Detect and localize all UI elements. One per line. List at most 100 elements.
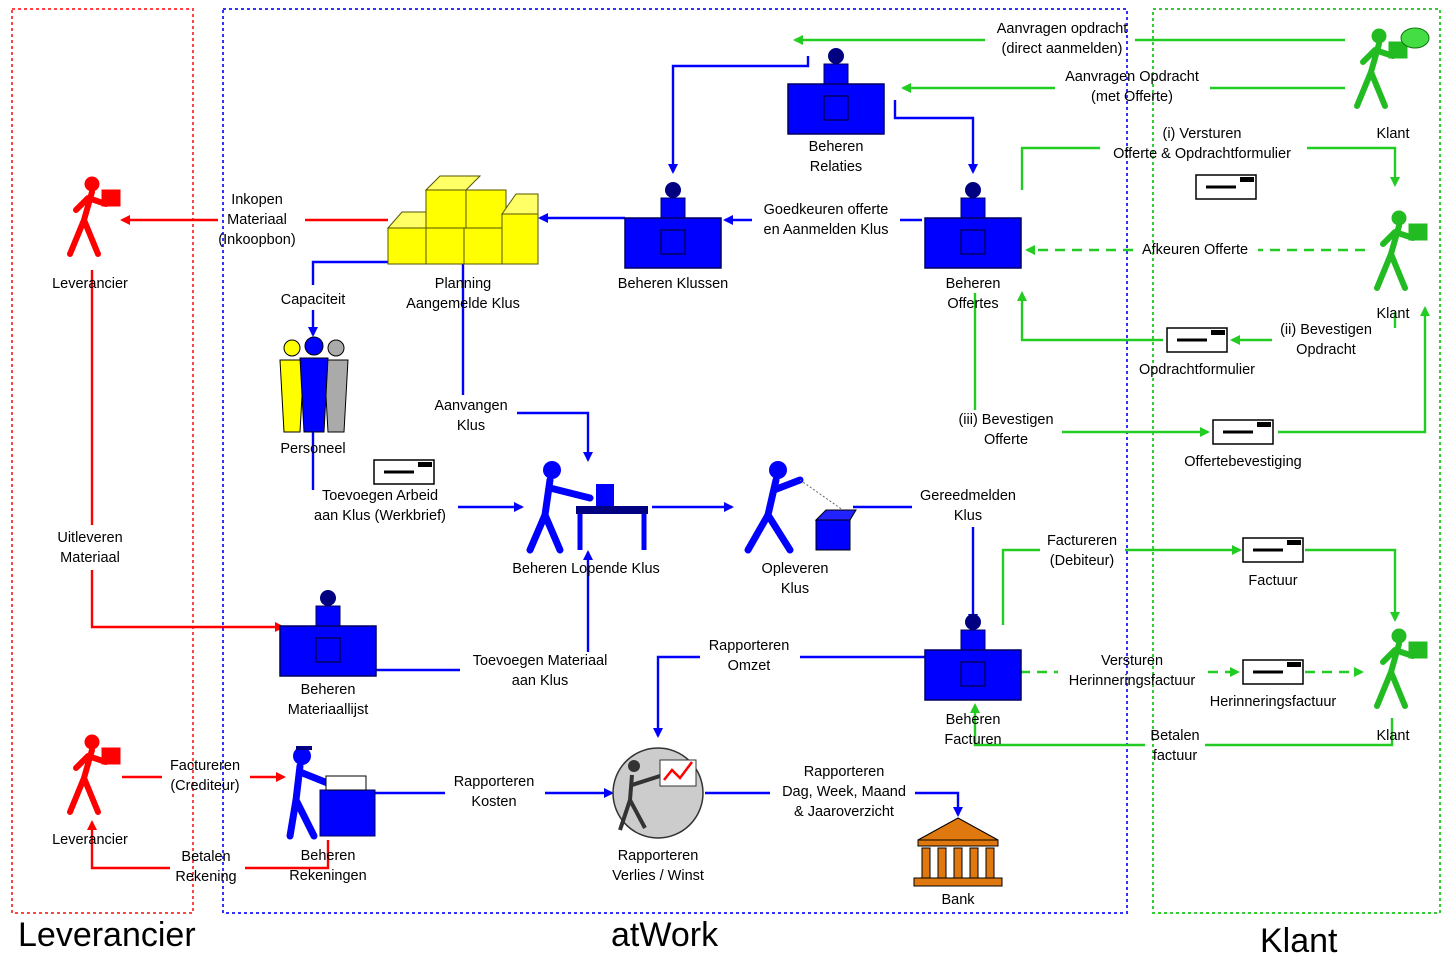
node-beheren-facturen-1: Beheren — [946, 712, 1001, 728]
node-beheren-relaties-1: Beheren — [809, 139, 864, 155]
opleveren-klus-icon — [744, 461, 857, 554]
flow-uitleveren-1: Uitleveren — [57, 530, 122, 546]
flow-goedkeuren-1: Goedkeuren offerte — [764, 202, 889, 218]
flow-gereedmelden-1: Gereedmelden — [920, 488, 1016, 504]
flow-toevoegen-materiaal-2: aan Klus — [512, 673, 568, 689]
klant-middle-icon — [1377, 211, 1427, 288]
flow-versturen-herinnering-1: Versturen — [1101, 653, 1163, 669]
node-rapporteren-vw-1: Rapporteren — [618, 848, 699, 864]
node-bank: Bank — [941, 892, 975, 908]
zone-leverancier — [11, 8, 194, 914]
flow-betalen-factuur-2: factuur — [1153, 748, 1197, 764]
node-personeel: Personeel — [280, 441, 345, 457]
zone-label-klant: Klant — [1260, 922, 1338, 957]
zone-atwork — [222, 8, 1128, 914]
flow-versturen-herinnering-2: Herinneringsfactuur — [1069, 673, 1196, 689]
flow-goedkeuren-2: en Aanmelden Klus — [764, 222, 889, 238]
leverancier-top-icon — [70, 177, 120, 254]
flow-factureren-crediteur-2: (Crediteur) — [170, 778, 239, 794]
flow-rapporteren-kosten-1: Rapporteren — [454, 774, 535, 790]
flow-gereedmelden-2: Klus — [954, 508, 982, 524]
doc-factuur: Factuur — [1248, 573, 1297, 589]
flow-bevestigen-offerte-2: Offerte — [984, 432, 1028, 448]
flow-rapporteren-omzet-1: Rapporteren — [709, 638, 790, 654]
flow-aanvragen-direct-2: (direct aanmelden) — [1002, 41, 1123, 57]
beheren-relaties-icon — [787, 47, 885, 135]
flow-rapporteren-omzet-2: Omzet — [728, 658, 771, 674]
herinneringsfactuur-document-icon — [1241, 658, 1305, 686]
node-beheren-klussen: Beheren Klussen — [618, 276, 728, 292]
offerte-document-icon — [1194, 173, 1258, 201]
node-beheren-materiaallijst-2: Materiaallijst — [288, 702, 369, 718]
leverancier-bottom-icon — [70, 735, 120, 812]
flow-inkopen-2: Materiaal — [227, 212, 287, 228]
flow-versturen-offerte-2: Offerte & Opdrachtformulier — [1113, 146, 1291, 162]
flow-rapporteren-dag-2: Dag, Week, Maand — [782, 784, 906, 800]
rapporteren-verlies-winst-icon — [612, 747, 704, 839]
personeel-icon — [279, 336, 349, 433]
node-rapporteren-vw-2: Verlies / Winst — [612, 868, 704, 884]
flow-aanvragen-offerte-1: Aanvragen Opdracht — [1065, 69, 1199, 85]
flow-capaciteit: Capaciteit — [281, 292, 345, 308]
bank-icon — [913, 817, 1003, 887]
node-beheren-rekeningen-2: Rekeningen — [289, 868, 366, 884]
flow-bevestigen-opdracht-1: (ii) Bevestigen — [1280, 322, 1372, 338]
beheren-offertes-icon — [924, 181, 1022, 269]
flow-bevestigen-opdracht-2: Opdracht — [1296, 342, 1356, 358]
offertebevestiging-document-icon — [1211, 418, 1275, 446]
factuur-document-icon — [1241, 536, 1305, 564]
node-beheren-rekeningen-1: Beheren — [301, 848, 356, 864]
node-klant-1: Klant — [1376, 126, 1409, 142]
node-beheren-relaties-2: Relaties — [810, 159, 862, 175]
flow-rapporteren-dag-1: Rapporteren — [804, 764, 885, 780]
node-beheren-offertes-2: Offertes — [947, 296, 998, 312]
beheren-rekeningen-icon — [286, 746, 376, 840]
klant-top-icon — [1357, 28, 1430, 106]
flow-factureren-debiteur-2: (Debiteur) — [1050, 553, 1114, 569]
node-leverancier-top: Leverancier — [52, 276, 128, 292]
flow-aanvragen-direct-1: Aanvragen opdracht — [997, 21, 1128, 37]
node-planning-2: Aangemelde Klus — [406, 296, 520, 312]
flow-factureren-crediteur-1: Factureren — [170, 758, 240, 774]
beheren-klussen-icon — [624, 181, 722, 269]
red-flows — [92, 220, 388, 870]
flow-inkopen-1: Inkopen — [231, 192, 283, 208]
flow-toevoegen-materiaal-1: Toevoegen Materiaal — [473, 653, 608, 669]
flow-rapporteren-dag-3: & Jaaroverzicht — [794, 804, 894, 820]
flow-betalen-factuur-1: Betalen — [1150, 728, 1199, 744]
doc-offertebevestiging: Offertebevestiging — [1184, 454, 1301, 470]
zone-label-atwork: atWork — [611, 916, 719, 954]
flow-betalen-rekening-1: Betalen — [181, 849, 230, 865]
node-beheren-lopende-klus: Beheren Lopende Klus — [512, 561, 660, 577]
doc-opdrachtformulier: Opdrachtformulier — [1139, 362, 1255, 378]
beheren-lopende-klus-icon — [526, 461, 648, 554]
node-leverancier-bottom: Leverancier — [52, 832, 128, 848]
beheren-materiaallijst-icon — [279, 589, 377, 677]
green-flows — [795, 40, 1430, 747]
werkbrief-document-icon — [372, 458, 436, 486]
node-opleveren-1: Opleveren — [762, 561, 829, 577]
flow-toevoegen-arbeid-2: aan Klus (Werkbrief) — [314, 508, 446, 524]
node-planning-1: Planning — [435, 276, 491, 292]
flow-aanvangen-2: Klus — [457, 418, 485, 434]
node-beheren-materiaallijst-1: Beheren — [301, 682, 356, 698]
blue-flows — [313, 56, 973, 815]
planning-boxes-icon — [386, 175, 539, 265]
flow-afkeuren-offerte: Afkeuren Offerte — [1142, 242, 1248, 258]
node-klant-2: Klant — [1376, 306, 1409, 322]
node-klant-3: Klant — [1376, 728, 1409, 744]
flow-bevestigen-offerte-1: (iii) Bevestigen — [958, 412, 1053, 428]
flow-versturen-offerte-1: (i) Versturen — [1163, 126, 1242, 142]
flow-aanvragen-offerte-2: (met Offerte) — [1091, 89, 1173, 105]
flow-aanvangen-1: Aanvangen — [434, 398, 507, 414]
flow-uitleveren-2: Materiaal — [60, 550, 120, 566]
flow-factureren-debiteur-1: Factureren — [1047, 533, 1117, 549]
doc-herinneringsfactuur: Herinneringsfactuur — [1210, 694, 1337, 710]
flow-inkopen-3: (Inkoopbon) — [218, 232, 295, 248]
zone-klant — [1152, 8, 1441, 914]
node-beheren-facturen-2: Facturen — [944, 732, 1001, 748]
klant-bottom-icon — [1377, 629, 1427, 706]
flow-betalen-rekening-2: Rekening — [175, 869, 236, 885]
node-opleveren-2: Klus — [781, 581, 809, 597]
